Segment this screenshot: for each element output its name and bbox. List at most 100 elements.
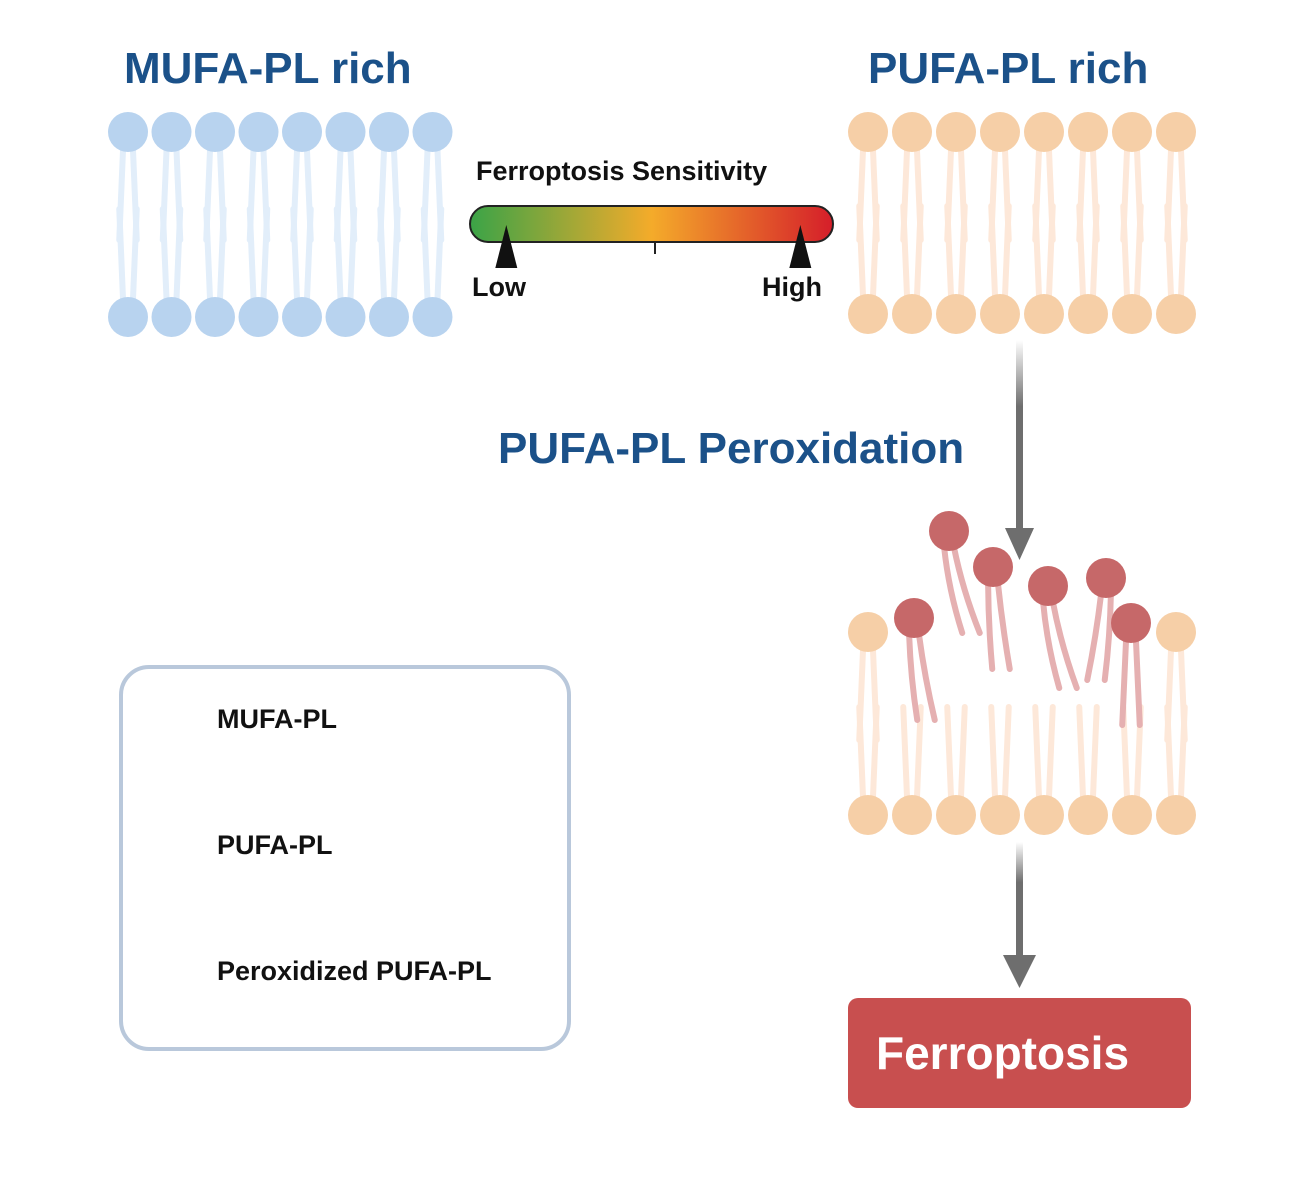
lipid-head [1068,294,1108,334]
lipid-head [892,294,932,334]
lipid-head [848,294,888,334]
lipid-head [892,112,932,152]
lipid-top-leaflet [1112,112,1152,243]
lipid-bottom-leaflet [980,704,1020,835]
lipid-top-leaflet [369,112,409,243]
lipid-bottom-leaflet [1024,704,1064,835]
lipid-tail-right [173,206,184,304]
legend-label-pufa: PUFA-PL [217,830,333,860]
lipid-head [369,112,409,152]
lipid-tail-left [900,203,911,301]
lipid-head [936,795,976,835]
lipid-head [848,795,888,835]
peroxidized-lipid [1028,566,1080,691]
lipid-tail-left [985,580,996,672]
lipid-head [936,112,976,152]
lipid-head [282,297,322,337]
sensitivity-gradient-bar [469,205,834,243]
lipid-bottom-leaflet [980,203,1020,334]
lipid-tail-right [260,206,271,304]
lipid-tail-right [216,206,227,304]
lipid-tail-left [1040,599,1063,691]
lipid-head [195,297,235,337]
lipid-head [108,112,148,152]
lipid-tail-left [333,206,344,304]
lipid-tail-right [1001,704,1012,802]
lipid-head [1156,112,1196,152]
lipid-tail-right [1089,203,1100,301]
lipid-bottom-leaflet [1024,203,1064,334]
lipid-head [1156,612,1196,652]
lipid-tail-right [869,203,880,301]
lipid-tail-right [1133,203,1144,301]
lipid-bottom-leaflet [892,704,932,835]
lipid-bottom-leaflet [848,203,888,334]
lipid-head [1068,112,1108,152]
lipid-tail-left [944,203,955,301]
lipid-top-leaflet [936,112,976,243]
lipid-top-leaflet [848,112,888,243]
lipid-head [1112,795,1152,835]
lipid-head [412,297,453,337]
lipid-tail-right [957,704,968,802]
lipid-top-leaflet [108,112,148,243]
ferroptosis-arrow [1003,842,1036,988]
lipid-bottom-leaflet [195,206,235,337]
peroxidized-lipids [894,511,1151,728]
low-label: Low [472,272,526,302]
lipid-bottom-leaflet [1068,203,1108,334]
disrupted-pufa-membrane [848,612,1196,835]
lipid-head [973,547,1013,587]
lipid-tail-right [1049,599,1080,691]
lipid-tail-right [1089,704,1100,802]
lipid-head [238,112,279,152]
pufa-membrane [848,112,1196,334]
lipid-tail-right [915,631,938,723]
lipid-top-leaflet [1156,112,1196,243]
lipid-head [1111,603,1151,643]
lipid-tail-right [869,704,880,802]
lipid-tail-left [1119,636,1130,728]
lipid-tail-right [129,206,140,304]
lipid-head [929,511,969,551]
lipid-tail-left [988,704,999,802]
lipid-head [1024,112,1064,152]
lipid-bottom-leaflet [936,704,976,835]
lipid-bottom-leaflet [892,203,932,334]
lipid-top-leaflet [412,112,453,243]
lipid-head [325,297,366,337]
lipid-bottom-leaflet [1156,203,1196,334]
peroxidized-lipid [894,598,938,723]
peroxidized-lipid [929,511,983,636]
legend-label-mufa: MUFA-PL [217,704,337,734]
peroxidation-arrow [1005,340,1034,560]
ferroptosis-label: Ferroptosis [876,1027,1130,1079]
lipid-bottom-leaflet [412,206,453,337]
legend-box [119,665,571,1051]
lipid-head [1112,294,1152,334]
peroxidized-lipid [973,547,1013,672]
lipid-head [325,112,366,152]
lipid-tail-left [988,203,999,301]
lipid-tail-right [1177,704,1188,802]
lipid-top-leaflet [1068,112,1108,243]
lipid-tail-left [1076,203,1087,301]
lipid-head [1156,795,1196,835]
lipid-head [1156,294,1196,334]
lipid-tail-left [1076,704,1087,802]
high-label: High [762,272,822,302]
lipid-top-leaflet [892,112,932,243]
lipid-top-leaflet [238,112,279,243]
lipid-tail-left [377,206,388,304]
lipid-head [936,294,976,334]
lipid-top-leaflet [980,112,1020,243]
lipid-tail-right [1045,704,1056,802]
high-marker-triangle-icon [789,225,812,268]
lipid-top-leaflet [848,612,888,743]
lipid-head [108,297,148,337]
lipid-head [1068,795,1108,835]
lipid-bottom-leaflet [238,206,279,337]
mufa-membrane [108,112,453,337]
lipid-tail-left [1164,704,1175,802]
